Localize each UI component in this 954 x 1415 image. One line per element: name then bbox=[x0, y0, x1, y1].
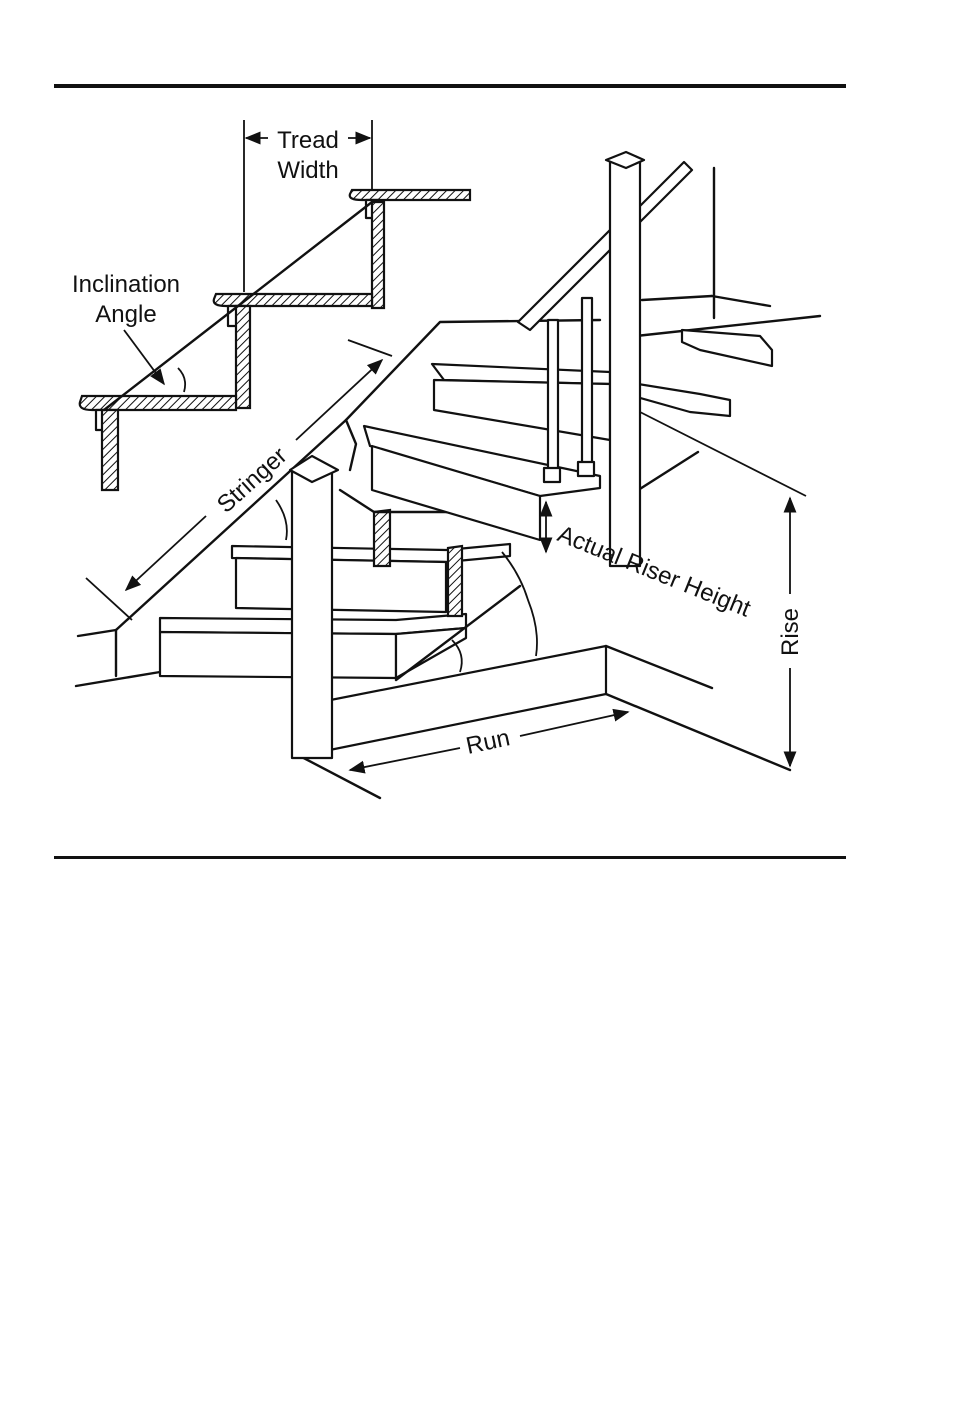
top-rule bbox=[54, 84, 846, 88]
upper-landing-edge bbox=[640, 294, 714, 302]
baluster-1 bbox=[546, 318, 560, 472]
baseboard-right-top bbox=[604, 644, 714, 690]
baluster-2-foot bbox=[576, 460, 596, 478]
floor-line-front bbox=[294, 752, 382, 800]
stringer-wall-notch bbox=[344, 418, 358, 472]
upper-landing-edge-right bbox=[710, 294, 772, 308]
floor-line-right bbox=[604, 692, 792, 772]
cutaway-riser-a bbox=[372, 508, 392, 568]
newel-post-right bbox=[608, 160, 642, 568]
stringer-diagonal bbox=[394, 584, 522, 682]
break-line-bottom bbox=[451, 639, 463, 673]
inclination-angle-arc bbox=[177, 367, 187, 393]
tread-width-label-line1: Tread bbox=[277, 127, 339, 154]
rise-label: Rise bbox=[777, 608, 804, 656]
newel-post-left bbox=[290, 470, 334, 760]
bottom-riser-front bbox=[158, 630, 398, 680]
newel-post-right-cap bbox=[604, 150, 646, 170]
break-line-left bbox=[275, 499, 288, 541]
section-tread-middle bbox=[212, 292, 374, 308]
inclination-pitch-line bbox=[102, 200, 374, 412]
handrail bbox=[516, 226, 626, 332]
upper-wall-line bbox=[634, 314, 822, 338]
run-label: Run bbox=[464, 724, 513, 760]
stair-section-profile bbox=[78, 120, 472, 492]
upper-stringer-line bbox=[630, 450, 700, 496]
baluster-1-foot bbox=[542, 466, 562, 484]
break-line-right bbox=[501, 551, 538, 657]
stringer-arrow-upper bbox=[295, 358, 384, 441]
stringer-arrow-lower bbox=[124, 515, 207, 592]
floor-line-left bbox=[74, 670, 162, 688]
stringer-extension-top bbox=[347, 339, 393, 357]
run-arrow-left bbox=[348, 747, 461, 774]
tread-width-label-line2: Width bbox=[277, 157, 338, 184]
baluster-2 bbox=[580, 296, 594, 468]
newel-post-left-cap bbox=[288, 454, 340, 484]
section-tread-top bbox=[348, 188, 472, 202]
stair-perspective bbox=[74, 150, 822, 800]
rise-extension-top bbox=[639, 411, 807, 497]
section-riser-top bbox=[370, 200, 386, 310]
actual-riser-height-label: Actual Riser Height bbox=[554, 521, 755, 623]
cutaway-riser-b bbox=[446, 544, 464, 618]
second-riser-front bbox=[234, 556, 448, 614]
section-riser-bottom bbox=[100, 408, 120, 492]
upper-tread-2 bbox=[624, 380, 732, 418]
stringer-extension-bottom bbox=[85, 577, 133, 621]
bottom-rule bbox=[54, 856, 846, 859]
balusters bbox=[542, 296, 596, 484]
run-arrow-right bbox=[519, 708, 630, 737]
section-tread-bottom bbox=[78, 394, 238, 412]
inclination-label-line2: Angle bbox=[95, 301, 156, 328]
section-riser-middle bbox=[234, 304, 252, 410]
baseboard-left-top bbox=[76, 628, 118, 638]
inclination-label-line1: Inclination bbox=[72, 271, 180, 298]
inclination-leader bbox=[123, 329, 165, 386]
upper-tread-1 bbox=[680, 328, 774, 368]
dimensions bbox=[85, 339, 807, 774]
